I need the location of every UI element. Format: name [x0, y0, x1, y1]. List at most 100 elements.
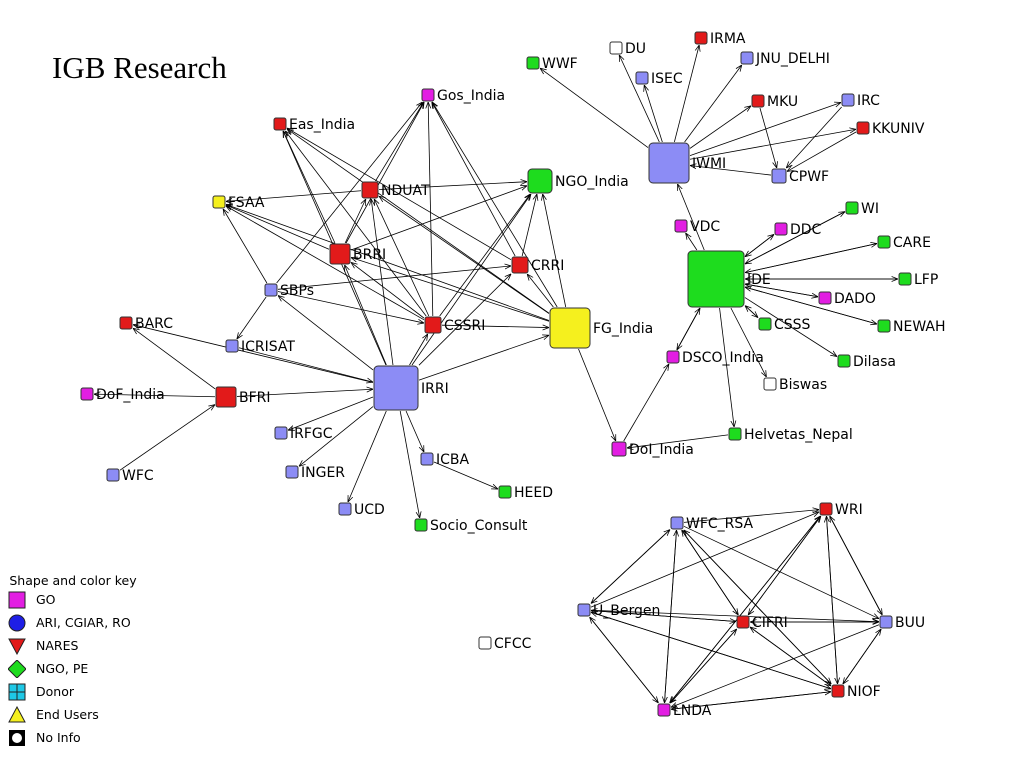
node-box[interactable] — [877, 319, 891, 333]
node-WFC[interactable]: WFC — [106, 468, 154, 484]
node-box[interactable] — [877, 235, 891, 249]
node-box[interactable] — [763, 377, 777, 391]
node-NEWAH[interactable]: NEWAH — [877, 319, 946, 335]
node-BUU[interactable]: BUU — [879, 615, 925, 631]
node-LFP[interactable]: LFP — [898, 272, 938, 288]
node-box[interactable] — [264, 283, 278, 297]
node-box[interactable] — [856, 121, 870, 135]
node-Socio_Consult[interactable]: Socio_Consult — [414, 518, 528, 534]
node-box[interactable] — [819, 502, 833, 516]
node-box[interactable] — [549, 307, 591, 349]
node-CRRI[interactable]: CRRI — [511, 256, 564, 274]
node-box[interactable] — [837, 354, 851, 368]
node-box[interactable] — [421, 88, 435, 102]
node-box[interactable] — [818, 291, 832, 305]
node-DU[interactable]: DU — [609, 41, 646, 57]
node-ICRISAT[interactable]: ICRISAT — [225, 339, 295, 355]
node-INGER[interactable]: INGER — [285, 465, 345, 481]
node-Helvetas_Nepal[interactable]: Helvetas_Nepal — [728, 427, 853, 443]
node-box[interactable] — [212, 195, 226, 209]
node-box[interactable] — [511, 256, 529, 274]
node-box[interactable] — [728, 427, 742, 441]
node-DADO[interactable]: DADO — [818, 291, 876, 307]
node-box[interactable] — [329, 243, 351, 265]
node-box[interactable] — [611, 441, 627, 457]
node-IRC[interactable]: IRC — [841, 93, 880, 109]
node-DoI_India[interactable]: DoI_India — [611, 441, 694, 458]
node-box[interactable] — [774, 222, 788, 236]
node-box[interactable] — [285, 465, 299, 479]
node-box[interactable] — [751, 94, 765, 108]
node-box[interactable] — [670, 516, 684, 530]
node-box[interactable] — [771, 168, 787, 184]
node-DoF_India[interactable]: DoF_India — [80, 387, 165, 403]
node-IRFGC[interactable]: IRFGC — [274, 426, 333, 442]
node-box[interactable] — [273, 117, 287, 131]
node-DSCO_India[interactable]: DSCO_India — [666, 350, 764, 366]
node-box[interactable] — [80, 387, 94, 401]
node-box[interactable] — [898, 272, 912, 286]
node-FG_India[interactable]: FG_India — [549, 307, 653, 349]
node-WFC_RSA[interactable]: WFC_RSA — [670, 516, 754, 532]
node-WRI[interactable]: WRI — [819, 502, 863, 518]
node-box[interactable] — [414, 518, 428, 532]
node-CSSS[interactable]: CSSS — [758, 317, 811, 333]
node-box[interactable] — [740, 51, 754, 65]
node-box[interactable] — [635, 71, 649, 85]
node-box[interactable] — [526, 56, 540, 70]
node-CPWF[interactable]: CPWF — [771, 168, 829, 185]
node-box[interactable] — [215, 386, 237, 408]
node-CARE[interactable]: CARE — [877, 235, 931, 251]
node-U_Bergen[interactable]: U_Bergen — [577, 603, 660, 619]
node-MKU[interactable]: MKU — [751, 94, 798, 110]
node-IRRI[interactable]: IRRI — [373, 365, 449, 411]
node-NIOF[interactable]: NIOF — [831, 684, 881, 700]
node-box[interactable] — [119, 316, 133, 330]
node-Eas_India[interactable]: Eas_India — [273, 117, 355, 133]
node-NDUAT[interactable]: NDUAT — [361, 181, 430, 199]
node-box[interactable] — [361, 181, 379, 199]
node-Gos_India[interactable]: Gos_India — [421, 88, 505, 104]
node-box[interactable] — [106, 468, 120, 482]
node-ISEC[interactable]: ISEC — [635, 71, 683, 87]
node-SBPs[interactable]: SBPs — [264, 283, 314, 299]
node-DDC[interactable]: DDC — [774, 222, 822, 238]
node-IDE[interactable]: IDE — [687, 250, 771, 308]
node-box[interactable] — [498, 485, 512, 499]
node-box[interactable] — [845, 201, 859, 215]
node-box[interactable] — [657, 703, 671, 717]
node-box[interactable] — [527, 168, 553, 194]
node-KKUNIV[interactable]: KKUNIV — [856, 121, 925, 137]
node-LNDA[interactable]: LNDA — [657, 703, 712, 719]
node-BARC[interactable]: BARC — [119, 316, 173, 332]
node-box[interactable] — [424, 316, 442, 334]
node-box[interactable] — [687, 250, 745, 308]
node-UCD[interactable]: UCD — [338, 502, 385, 518]
node-box[interactable] — [577, 603, 591, 617]
node-box[interactable] — [666, 350, 680, 364]
node-NGO_India[interactable]: NGO_India — [527, 168, 629, 194]
node-WWF[interactable]: WWF — [526, 56, 578, 72]
node-box[interactable] — [420, 452, 434, 466]
node-box[interactable] — [674, 219, 688, 233]
node-box[interactable] — [758, 317, 772, 331]
node-box[interactable] — [478, 636, 492, 650]
node-box[interactable] — [841, 93, 855, 107]
node-CFCC[interactable]: CFCC — [478, 636, 532, 652]
node-box[interactable] — [609, 41, 623, 55]
node-box[interactable] — [648, 142, 690, 184]
node-box[interactable] — [225, 339, 239, 353]
node-box[interactable] — [373, 365, 419, 411]
node-box[interactable] — [274, 426, 288, 440]
node-WI[interactable]: WI — [845, 201, 879, 217]
node-FSAA[interactable]: FSAA — [212, 195, 265, 211]
node-box[interactable] — [831, 684, 845, 698]
node-HEED[interactable]: HEED — [498, 485, 553, 501]
node-CSSRI[interactable]: CSSRI — [424, 316, 485, 334]
node-box[interactable] — [694, 31, 708, 45]
node-IRMA[interactable]: IRMA — [694, 31, 746, 47]
node-JNU_DELHI[interactable]: JNU_DELHI — [740, 51, 830, 67]
node-BRRI[interactable]: BRRI — [329, 243, 386, 265]
node-box[interactable] — [736, 615, 750, 629]
node-IWMI[interactable]: IWMI — [648, 142, 726, 184]
